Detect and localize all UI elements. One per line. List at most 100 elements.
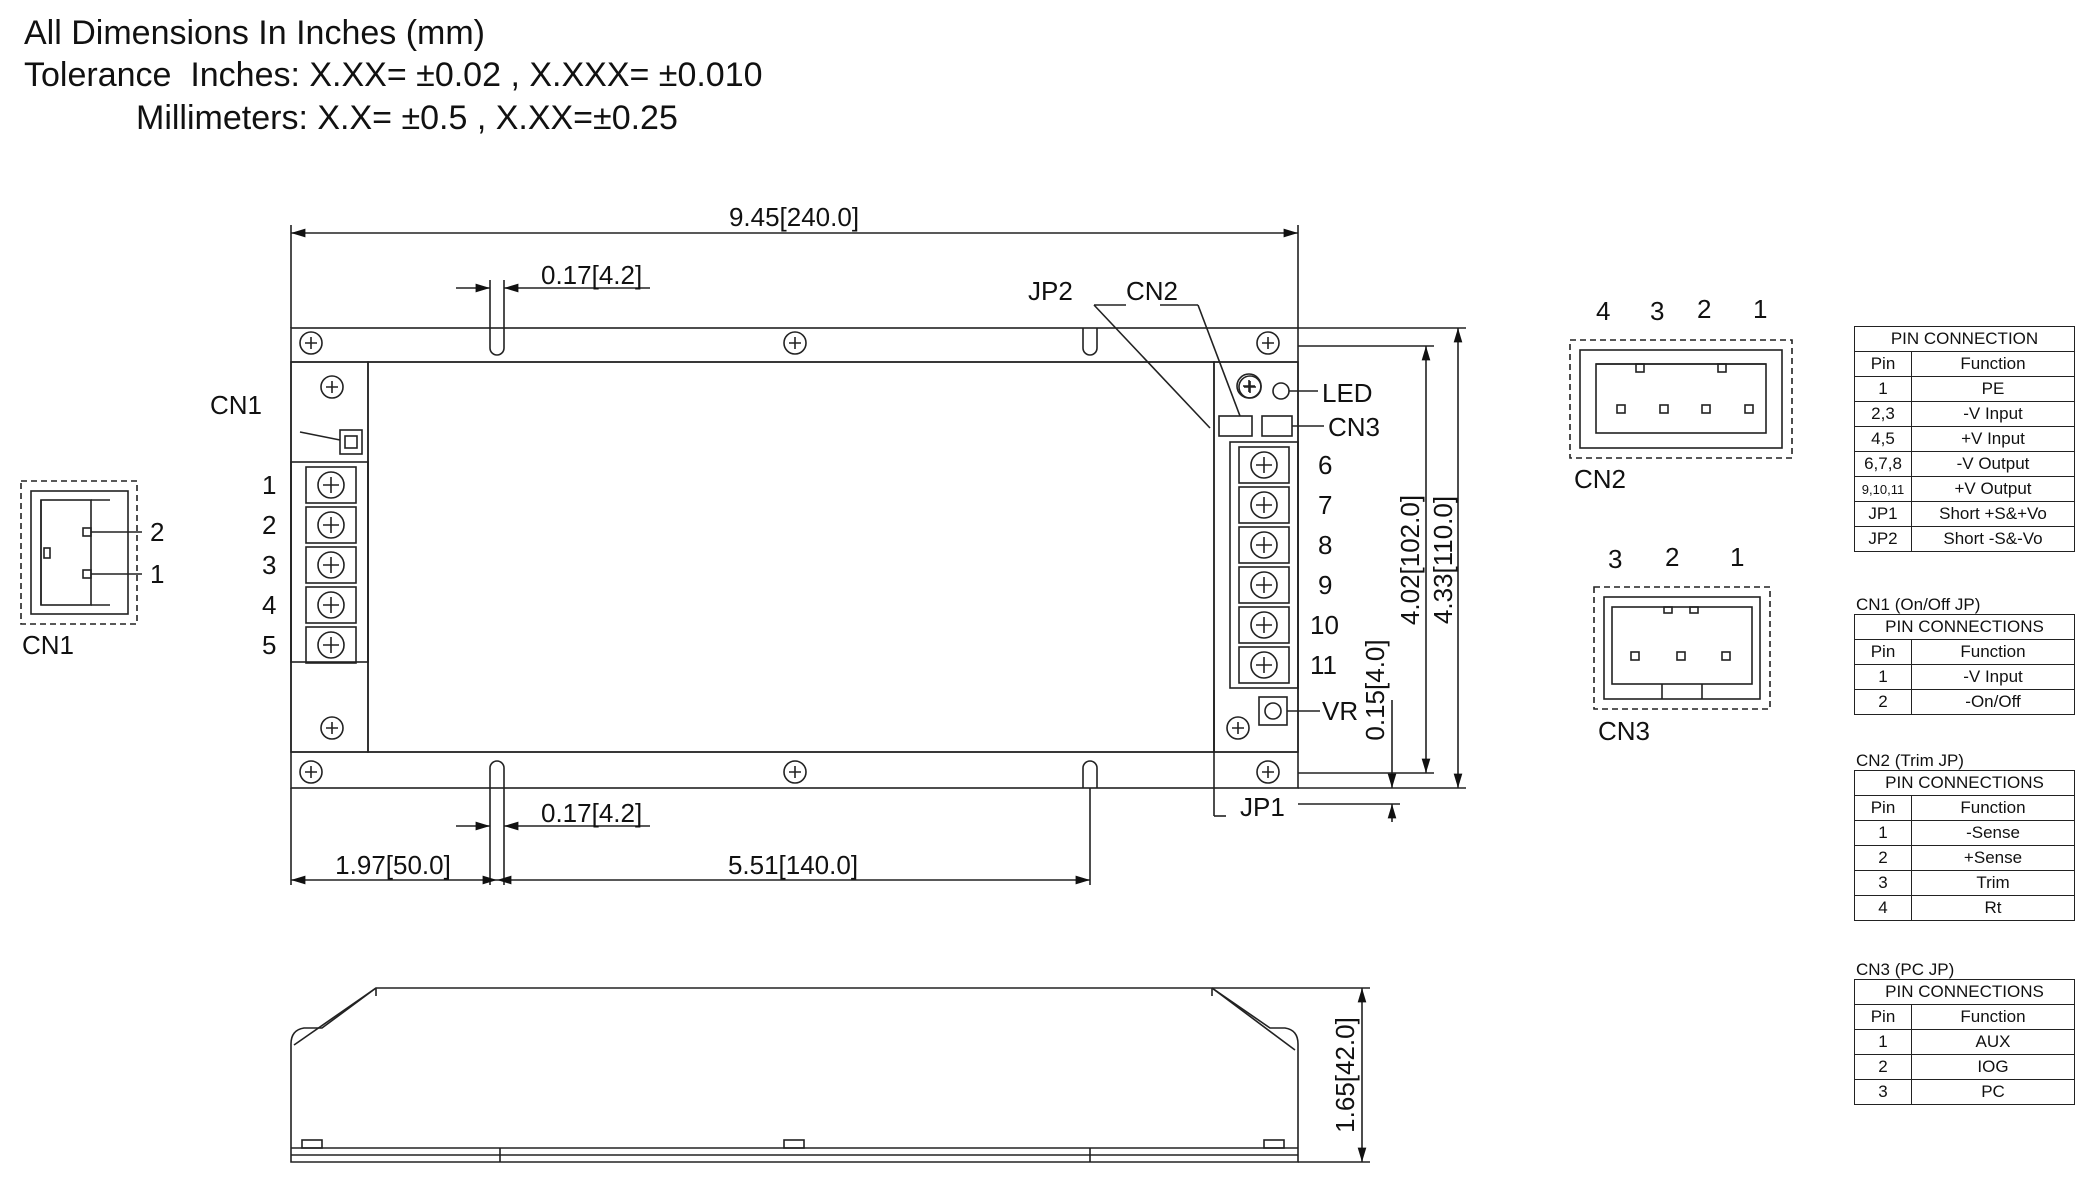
vr-trimmer-icon — [1258, 696, 1288, 726]
right-terminal-label: 6 — [1318, 450, 1332, 480]
label-led: LED — [1322, 378, 1373, 408]
cn2-table-caption: CN2 (Trim JP) — [1856, 751, 1964, 770]
terminal-screw-icon — [305, 466, 357, 504]
table-row: 2-On/Off — [1854, 689, 2075, 715]
trim-pot-icon — [1236, 373, 1262, 399]
label-cn2: CN2 — [1126, 276, 1178, 306]
dim-offset-left: 1.97[50.0] — [335, 850, 451, 880]
dim-slot-pitch: 5.51[140.0] — [728, 850, 858, 880]
cn1-table-caption: CN1 (On/Off JP) — [1856, 595, 1981, 614]
right-terminal-label: 9 — [1318, 570, 1332, 600]
label-jp2: JP2 — [1028, 276, 1073, 306]
terminal-screw-icon — [1238, 526, 1290, 564]
col-header: Pin — [1854, 1004, 1912, 1030]
dim-slot-top: 0.17[4.2] — [541, 260, 642, 290]
terminal-screw-icon — [305, 586, 357, 624]
table-row: 2+Sense — [1854, 845, 2075, 871]
cn3-connector — [1261, 415, 1293, 437]
terminal-screw-icon — [1238, 606, 1290, 644]
terminal-screw-icon — [1238, 446, 1290, 484]
screw-icon — [783, 331, 807, 355]
table-title: PIN CONNECTIONS — [1854, 770, 2075, 796]
led-icon — [1272, 382, 1290, 400]
tolerance-mm: Millimeters: X.X= ±0.5 , X.XX=±0.25 — [136, 99, 678, 137]
cn3-detail-connector — [1603, 596, 1761, 700]
col-header: Pin — [1854, 351, 1912, 377]
table-row: 1-Sense — [1854, 820, 2075, 846]
label-vr: VR — [1322, 696, 1358, 726]
terminal-screw-icon — [1238, 646, 1290, 684]
terminal-screw-icon — [305, 626, 357, 664]
terminal-screw-icon — [1238, 486, 1290, 524]
terminal-screw-icon — [305, 546, 357, 584]
col-header: Function — [1911, 795, 2075, 821]
label-jp1: JP1 — [1240, 792, 1285, 822]
side-view — [290, 987, 1299, 1163]
col-header: Function — [1911, 1004, 2075, 1030]
label-cn3: CN3 — [1328, 412, 1380, 442]
cn2-pin-label: 2 — [1697, 294, 1711, 324]
terminal-screw-icon — [305, 506, 357, 544]
table-row: 4,5+V Input — [1854, 426, 2075, 452]
right-terminal-panel — [1213, 361, 1299, 753]
left-terminal-label: 4 — [262, 590, 276, 620]
cn3-pin-label: 3 — [1608, 544, 1622, 574]
dim-width: 9.45[240.0] — [729, 202, 859, 232]
jp2-connector — [1218, 415, 1253, 437]
dim-height-inner: 4.02[102.0] — [1395, 495, 1425, 625]
cn1-pin-label: 2 — [150, 517, 164, 547]
cn1-connector — [339, 429, 363, 455]
screw-icon — [1256, 331, 1280, 355]
cn1-detail-connector — [30, 490, 129, 615]
table-title: PIN CONNECTIONS — [1854, 979, 2075, 1005]
left-terminal-label: 1 — [262, 470, 276, 500]
cn3-table-caption: CN3 (PC JP) — [1856, 960, 1955, 979]
col-header: Function — [1911, 639, 2075, 665]
screw-icon — [783, 760, 807, 784]
cn1-pin-label: 1 — [150, 559, 164, 589]
cn3-pin-label: 2 — [1665, 542, 1679, 572]
table-row: 2,3-V Input — [1854, 401, 2075, 427]
cn1-detail-label: CN1 — [22, 630, 74, 660]
screw-icon — [320, 375, 344, 399]
right-terminal-label: 11 — [1310, 650, 1337, 680]
left-terminal-label: 2 — [262, 510, 276, 540]
left-terminal-label: 5 — [262, 630, 276, 660]
cn3-pin-label: 1 — [1730, 542, 1744, 572]
module-body — [367, 361, 1215, 753]
cn2-detail-connector — [1579, 349, 1783, 449]
title-line-1: All Dimensions In Inches (mm) — [24, 14, 486, 52]
label-cn1: CN1 — [210, 390, 262, 420]
cn3-detail-label: CN3 — [1598, 716, 1650, 746]
table-row: 9,10,11+V Output — [1854, 476, 2075, 502]
right-terminal-label: 8 — [1318, 530, 1332, 560]
base-plate — [290, 327, 1299, 789]
col-header: Pin — [1854, 795, 1912, 821]
left-terminal-label: 3 — [262, 550, 276, 580]
right-terminal-label: 7 — [1318, 490, 1332, 520]
table-title: PIN CONNECTIONS — [1854, 614, 2075, 640]
dim-slot-bottom: 0.17[4.2] — [541, 798, 642, 828]
screw-icon — [299, 760, 323, 784]
right-terminal-label: 10 — [1310, 610, 1339, 640]
screw-icon — [299, 331, 323, 355]
col-header: Pin — [1854, 639, 1912, 665]
dim-height-outer: 4.33[110.0] — [1428, 496, 1458, 624]
dim-flange: 0.15[4.0] — [1360, 639, 1390, 740]
cn2-pin-label: 4 — [1596, 296, 1610, 326]
dim-thickness: 1.65[42.0] — [1330, 1017, 1360, 1133]
tolerance-inches: Tolerance Inches: X.XX= ±0.02 , X.XXX= ±… — [24, 56, 763, 94]
